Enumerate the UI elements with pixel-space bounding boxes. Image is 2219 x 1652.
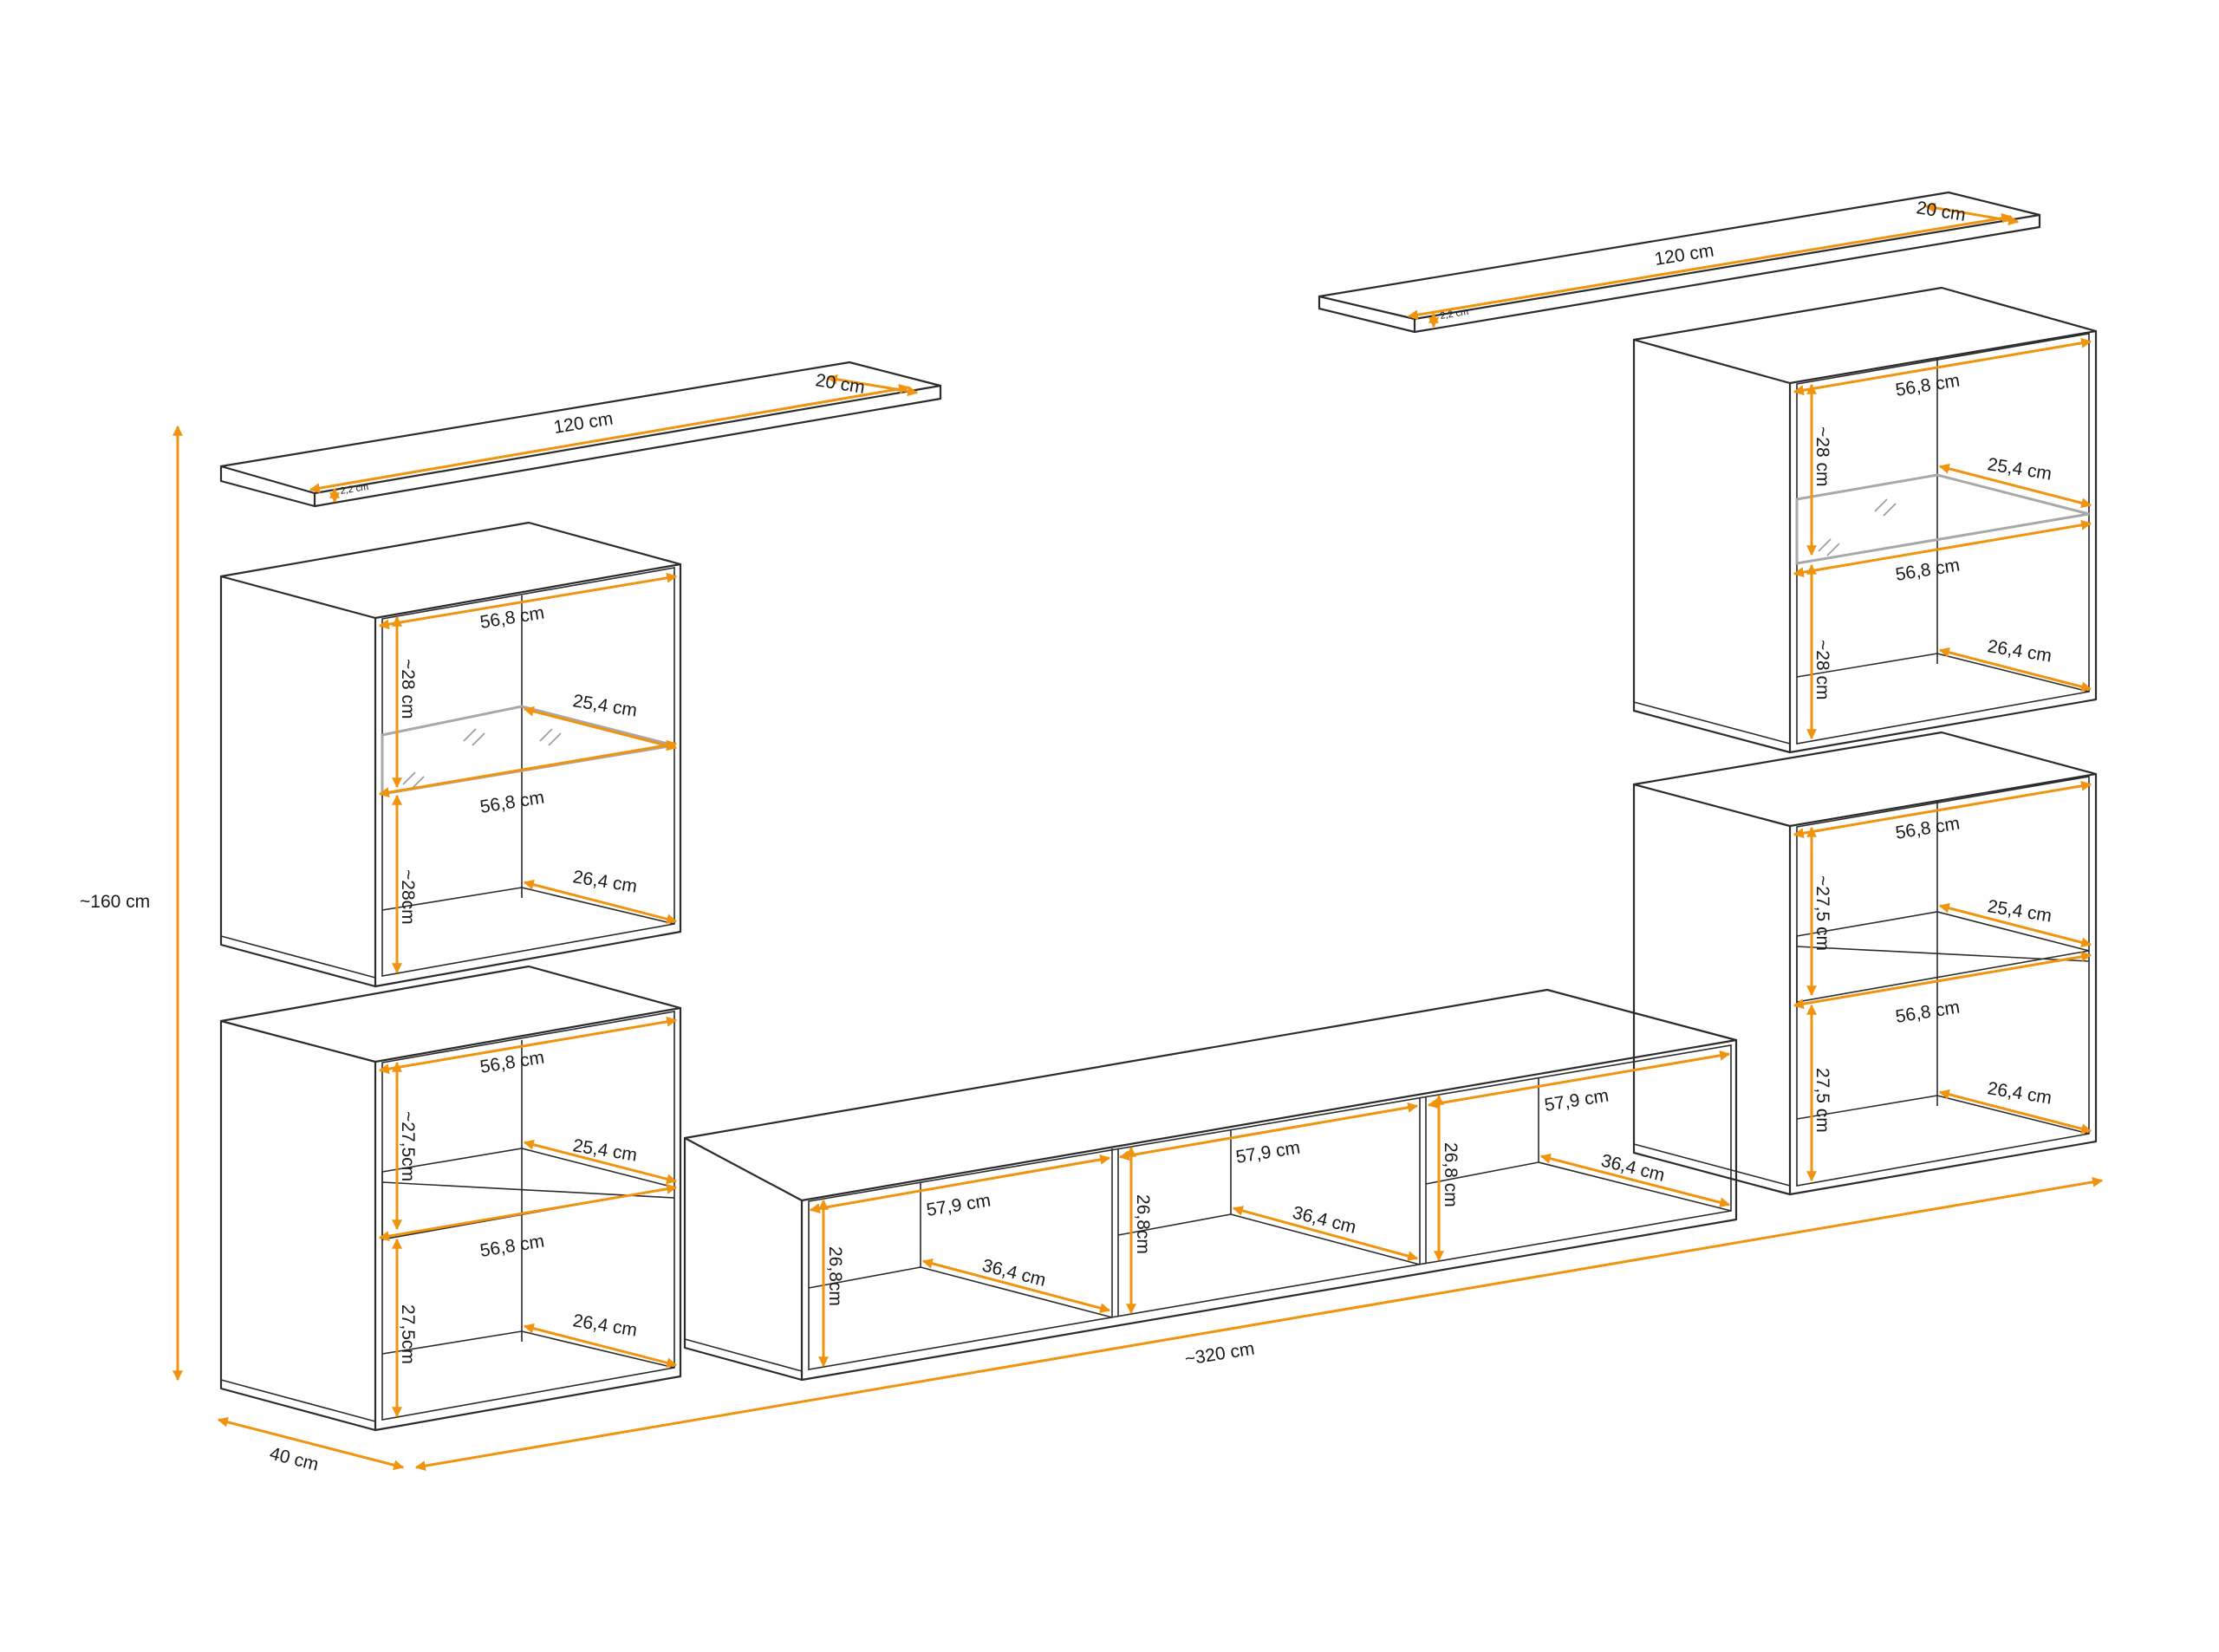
ruc-depth-lower-label: 26,4 cm [1986, 636, 2053, 666]
right-upper-cabinet: 56,8 cm 25,4 cm 56,8 cm 26,4 cm ~28 cm ~… [1632, 286, 2098, 754]
right-lower-cabinet: 56,8 cm 25,4 cm 56,8 cm 26,4 cm ~27,5 cm… [1632, 731, 2098, 1196]
ruc-height-lower-label: ~28 cm [1812, 640, 1832, 699]
rlc-height-upper-label: ~27,5 cm [1812, 875, 1832, 951]
llc-depth-lower-label: 26,4 cm [571, 1311, 638, 1340]
tv-c3-height-label: 26,8 cm [1441, 1142, 1461, 1207]
ruc-width-mid-label: 56,8 cm [1894, 556, 1961, 585]
left-shelf-thickness-label: 2,2 cm [340, 482, 369, 497]
rlc-depth-upper-label: 25,4 cm [1986, 896, 2053, 926]
overall-dimensions: ~160 cm 40 cm ~320 cm [80, 425, 2104, 1475]
luc-height-lower-label: ~28cm [398, 869, 418, 925]
total-height-label: ~160 cm [80, 892, 150, 912]
right-wall-shelf: 120 cm 20 cm 2,2 cm [1318, 191, 2041, 334]
depth-label: 40 cm [268, 1444, 321, 1475]
tv-c1-height-label: 26,8cm [825, 1246, 845, 1306]
llc-height-lower-label: 27,5cm [398, 1304, 418, 1364]
right-shelf-thickness-label: 2,2 cm [1440, 307, 1469, 322]
rlc-height-lower-label: 27,5 cm [1812, 1068, 1832, 1133]
tv-c3-width-label: 57,9 cm [1543, 1086, 1610, 1115]
luc-width-mid-label: 56,8 cm [478, 788, 545, 817]
rlc-depth-lower-label: 26,4 cm [1986, 1078, 2053, 1108]
llc-width-mid-label: 56,8 cm [478, 1232, 545, 1261]
tv-c2-width-label: 57,9 cm [1234, 1138, 1301, 1167]
llc-height-upper-label: ~27,5cm [398, 1111, 418, 1181]
left-upper-cabinet: 56,8 cm 25,4 cm 56,8 cm 26,4 cm ~28 cm ~… [219, 521, 682, 988]
ruc-width-top-label: 56,8 cm [1894, 371, 1961, 400]
rlc-width-mid-label: 56,8 cm [1894, 998, 1961, 1027]
luc-depth-upper-label: 25,4 cm [571, 691, 638, 720]
left-wall-shelf: 120 cm 20 cm 2,2 cm [219, 361, 942, 508]
left-lower-cabinet: 56,8 cm 25,4 cm 56,8 cm 26,4 cm ~27,5cm … [219, 965, 682, 1432]
tv-c1-width-label: 57,9 cm [925, 1191, 992, 1220]
right-shelf-length-label: 120 cm [1653, 240, 1715, 269]
luc-depth-lower-label: 26,4 cm [571, 867, 638, 896]
llc-depth-upper-label: 25,4 cm [571, 1135, 638, 1165]
left-shelf-depth-label: 20 cm [814, 370, 866, 398]
rlc-width-top-label: 56,8 cm [1894, 814, 1961, 843]
total-width-label: ~320 cm [1183, 1339, 1256, 1369]
tv-stand: 57,9 cm 57,9 cm 57,9 cm 36,4 cm 36,4 cm … [683, 988, 1738, 1382]
ruc-height-upper-label: ~28 cm [1812, 426, 1832, 486]
tv-c2-height-label: 26,8cm [1133, 1194, 1153, 1254]
right-shelf-depth-label: 20 cm [1915, 198, 1967, 225]
luc-height-upper-label: ~28 cm [398, 659, 418, 719]
left-shelf-length-label: 120 cm [552, 408, 615, 437]
